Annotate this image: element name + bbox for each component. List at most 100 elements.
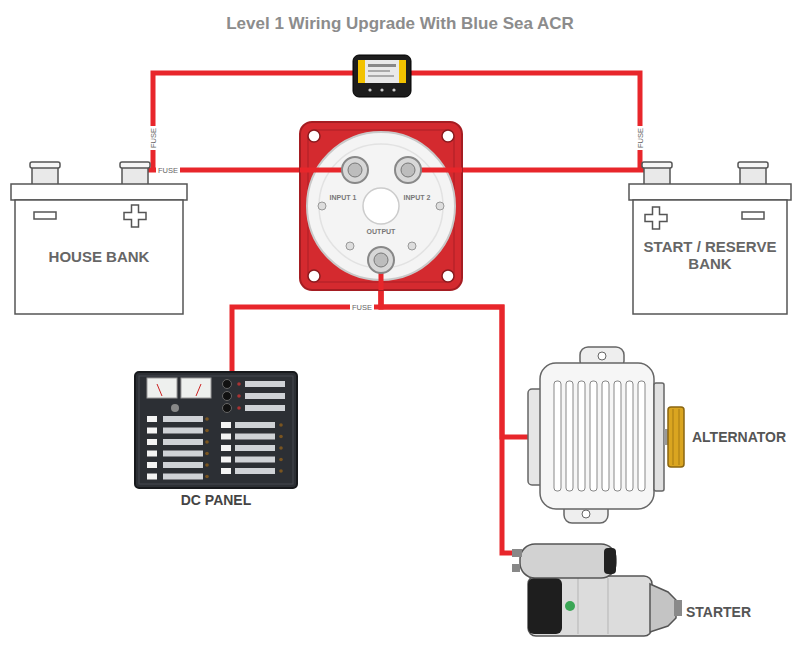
panel-border (139, 376, 293, 484)
breaker-label-plate (245, 381, 285, 387)
breaker-led (205, 429, 209, 433)
breaker-label-plate (235, 434, 275, 440)
panel-key (171, 404, 179, 412)
breaker-led (237, 394, 241, 398)
motor-end-cap (528, 578, 562, 634)
breaker-toggle (221, 468, 231, 474)
plus-symbol (124, 205, 146, 227)
breaker-toggle (221, 422, 231, 428)
starter-motor: STARTER (508, 540, 793, 645)
solenoid-stud (512, 564, 520, 572)
acr-print (368, 75, 394, 77)
cooling-slot (602, 381, 609, 491)
battery-lid (11, 184, 187, 200)
terminal-nut (348, 163, 362, 177)
switch-terminal (342, 157, 368, 183)
starter-solenoid (520, 544, 616, 578)
mounting-hole (308, 270, 320, 282)
house-battery: HOUSE BANK (10, 160, 188, 316)
acr-face (358, 60, 406, 83)
acr-stripe (399, 60, 406, 83)
breaker-led (279, 423, 283, 427)
breaker-toggle (147, 451, 157, 457)
solenoid-cap (604, 548, 616, 574)
dial-screw (346, 242, 354, 250)
battery-cable (462, 168, 628, 173)
switch-cable (300, 170, 462, 290)
breaker-led (205, 417, 209, 421)
mounting-hole (442, 270, 454, 282)
breaker-toggle (147, 474, 157, 480)
starter-motor (528, 576, 652, 636)
drive-housing (650, 584, 676, 632)
plus-symbol (645, 207, 667, 229)
fuse-label: FUSE (636, 126, 645, 150)
battery-cable (232, 290, 381, 372)
breaker-toggle (221, 457, 231, 463)
node-label: ALTERNATOR (692, 429, 792, 445)
acr-led (380, 88, 383, 91)
node-label: INPUT 2 (397, 194, 437, 202)
breaker-toggle (221, 445, 231, 451)
breaker-label-plate (235, 457, 275, 463)
breaker-toggle (221, 434, 231, 440)
switch-body (300, 122, 462, 290)
alternator-pulley (668, 407, 684, 467)
mounting-hole (598, 352, 606, 360)
switch-rim (308, 130, 454, 282)
acr-housing (353, 55, 411, 97)
breaker-label-plate (163, 428, 203, 434)
alternator: ALTERNATOR (508, 345, 794, 525)
terminal-cap (738, 162, 768, 168)
acr-led (392, 88, 395, 91)
terminal-nut (374, 253, 388, 267)
node-label: OUTPUT (361, 228, 401, 236)
battery-switch: INPUT 1 INPUT 2 OUTPUT (300, 122, 462, 290)
dial-screw (436, 202, 444, 210)
panel-button (223, 380, 232, 389)
dc-panel-shape (135, 372, 299, 512)
house-battery-shape (10, 160, 188, 316)
breaker-led (237, 382, 241, 386)
diagram-title: Level 1 Wiring Upgrade With Blue Sea ACR (0, 14, 800, 34)
acr-print (368, 64, 396, 67)
node-label: STARTER (686, 604, 786, 620)
minus-symbol (34, 212, 56, 219)
fuse-label: FUSE (149, 126, 158, 150)
breaker-label-plate (163, 439, 203, 445)
meter-needle (157, 384, 201, 396)
breaker-label-plate (235, 468, 275, 474)
node-label: DC PANEL (135, 492, 297, 508)
starter-motor-shape (508, 540, 793, 645)
cooling-slot (626, 381, 633, 491)
acr-print (368, 70, 390, 72)
acr-led (368, 88, 371, 91)
battery-cable (381, 290, 508, 437)
breaker-led (205, 463, 209, 467)
terminal-cap (30, 162, 60, 168)
battery-cable (381, 290, 508, 553)
breaker-toggle (147, 416, 157, 422)
mounting-hole (308, 130, 320, 142)
switch-terminal (368, 247, 394, 273)
breaker-led (279, 458, 283, 462)
battery-lid (629, 184, 791, 200)
alternator-body (540, 363, 654, 509)
breaker-led (237, 406, 241, 410)
dial-screw (408, 242, 416, 250)
dial-screw (318, 202, 326, 210)
node-label: INPUT 1 (323, 194, 363, 202)
fuse-label: FUSE (156, 166, 180, 175)
breaker-label-plate (163, 416, 203, 422)
terminal-cap (642, 162, 672, 168)
breaker-label-plate (163, 474, 203, 480)
acr-stripe (358, 60, 365, 83)
breaker-label-plate (235, 422, 275, 428)
panel-button (223, 392, 232, 401)
motor-sticker (565, 601, 575, 611)
cooling-slot (638, 381, 645, 491)
node-label: HOUSE BANK (15, 248, 183, 265)
front-plate (654, 383, 664, 491)
breaker-led (279, 446, 283, 450)
